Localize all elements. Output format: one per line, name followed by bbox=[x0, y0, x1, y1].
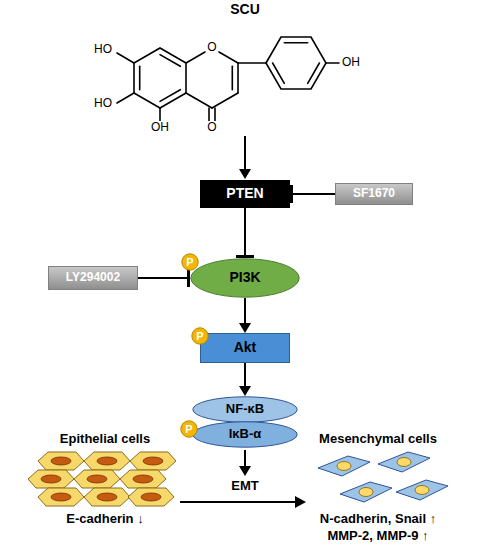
epithelial-cells bbox=[28, 452, 176, 506]
node-text: IκB-α bbox=[229, 427, 262, 441]
node-text: P bbox=[186, 256, 193, 268]
text-label: O bbox=[206, 121, 217, 135]
arrow-connector bbox=[239, 298, 251, 333]
node-text: LY294002 bbox=[66, 271, 120, 284]
text-label: HO bbox=[93, 97, 113, 111]
inhibition-connector bbox=[292, 185, 336, 203]
molecule-structure bbox=[117, 37, 339, 121]
process-box: Akt bbox=[200, 333, 290, 363]
inhibition-connector bbox=[236, 208, 254, 257]
text-label: OH bbox=[150, 121, 170, 135]
protein-ellipse: IκB-α bbox=[192, 421, 298, 448]
phospho-dot: P bbox=[191, 327, 209, 345]
protein-ellipse: PI3K bbox=[190, 258, 300, 298]
node-text: P bbox=[196, 330, 203, 342]
process-box: PTEN bbox=[200, 180, 290, 208]
arrow-connector bbox=[239, 363, 251, 396]
node-text: PTEN bbox=[226, 186, 263, 201]
phospho-dot: P bbox=[180, 420, 198, 438]
text-label: O bbox=[206, 41, 217, 55]
text-label: OH bbox=[341, 56, 361, 70]
text-label: MMP-2, MMP-9 ↑ bbox=[327, 529, 428, 544]
text-label: N-cadherin, Snail ↑ bbox=[320, 512, 436, 527]
flow-arrow bbox=[239, 136, 251, 179]
mesenchymal-cells bbox=[318, 452, 448, 502]
text-label: HO bbox=[93, 43, 113, 57]
text-label: E-cadherin ↓ bbox=[66, 512, 143, 527]
phospho-dot: P bbox=[181, 253, 199, 271]
text-label: Mesenchymal cells bbox=[319, 432, 437, 447]
node-text: NF-κB bbox=[226, 402, 264, 416]
text-label: Epithelial cells bbox=[60, 432, 150, 447]
flow-arrow bbox=[239, 450, 251, 476]
node-text: SF1670 bbox=[353, 187, 395, 200]
emt-arrow bbox=[180, 496, 306, 508]
inhibitor-box: SF1670 bbox=[335, 183, 413, 205]
inhibitor-box: LY294002 bbox=[48, 266, 138, 290]
text-label: SCU bbox=[230, 1, 260, 17]
inhibition-connector bbox=[138, 269, 189, 287]
node-text: Akt bbox=[234, 340, 257, 355]
protein-ellipse: NF-κB bbox=[192, 396, 298, 423]
node-text: PI3K bbox=[229, 270, 260, 285]
text-label: EMT bbox=[230, 479, 259, 494]
node-text: P bbox=[185, 423, 192, 435]
